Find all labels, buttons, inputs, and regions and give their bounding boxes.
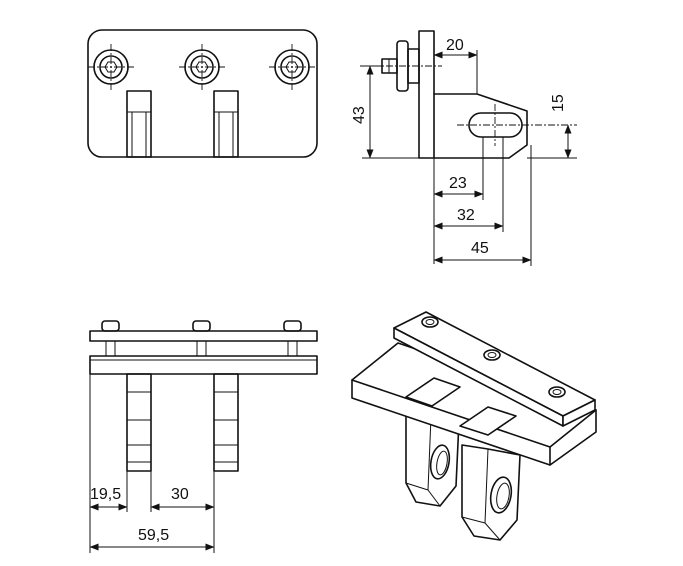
bolt-head-3 bbox=[269, 44, 315, 90]
dim-label-45: 45 bbox=[471, 240, 489, 257]
dim-label-19-5: 19,5 bbox=[90, 486, 121, 503]
dim-front-pitch: 30 bbox=[150, 471, 215, 553]
iso-lug-2 bbox=[461, 444, 521, 541]
dim-slot-height: 15 bbox=[527, 94, 577, 159]
side-view bbox=[360, 30, 577, 159]
iso-bolt-2 bbox=[483, 349, 501, 361]
bolt-head-1 bbox=[88, 44, 134, 90]
dim-label-23: 23 bbox=[449, 175, 467, 192]
dim-side-height: 43 bbox=[351, 65, 419, 159]
iso-base-plate bbox=[351, 342, 597, 466]
dim-label-32: 32 bbox=[457, 207, 475, 224]
dim-label-59-5: 59,5 bbox=[138, 527, 169, 544]
lug-front-2 bbox=[213, 373, 239, 472]
iso-lug-1 bbox=[405, 412, 460, 507]
front-view bbox=[89, 320, 318, 472]
top-view bbox=[87, 29, 318, 158]
dim-label-30: 30 bbox=[171, 486, 189, 503]
dim-slot-end: 32 bbox=[433, 137, 504, 232]
iso-clamp-plate bbox=[393, 311, 596, 427]
iso-bolt-3 bbox=[548, 386, 566, 398]
isometric-view bbox=[351, 311, 597, 541]
bolt-head-2 bbox=[179, 44, 225, 90]
lug-front-1 bbox=[126, 373, 152, 472]
dim-overall-depth: 45 bbox=[433, 145, 532, 266]
dim-front-total: 59,5 bbox=[89, 527, 215, 551]
lug-top-2 bbox=[213, 90, 239, 158]
dim-label-43: 43 bbox=[351, 106, 368, 124]
dim-label-15: 15 bbox=[550, 94, 567, 112]
dim-slot-offset: 23 bbox=[433, 137, 484, 264]
dim-side-width: 20 bbox=[433, 31, 478, 94]
dim-front-offset: 19,5 bbox=[89, 374, 128, 553]
iso-bolt-1 bbox=[421, 316, 439, 328]
lug-top-1 bbox=[126, 90, 152, 158]
dim-label-20: 20 bbox=[446, 37, 464, 54]
